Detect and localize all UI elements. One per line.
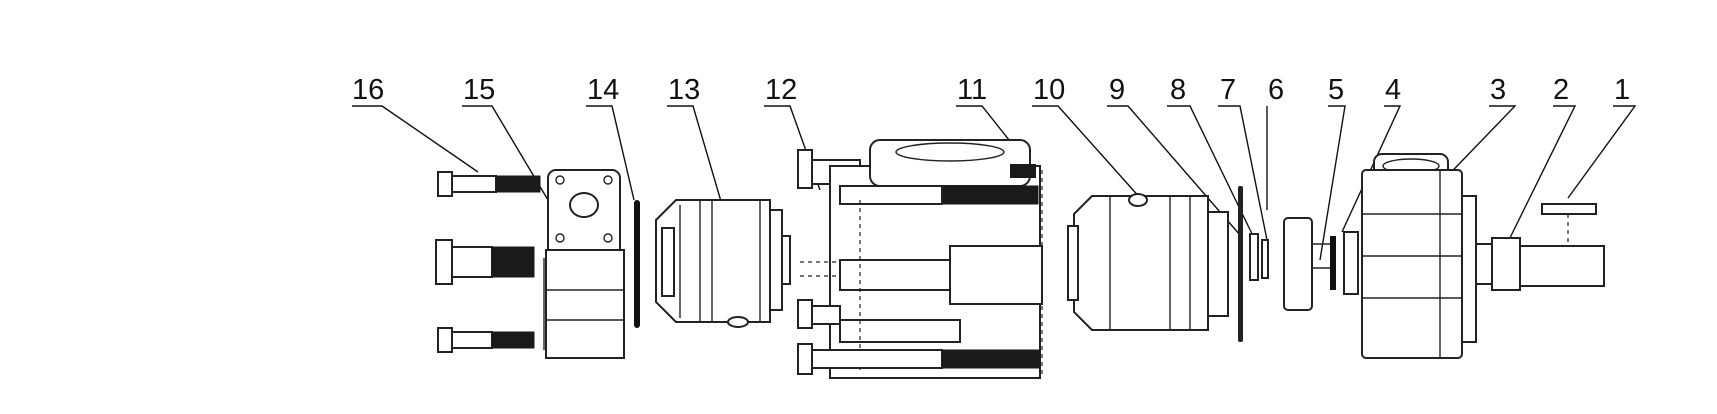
housing-12 [797, 139, 1043, 379]
cartridge-10 [1067, 193, 1229, 331]
callout-10: 10 [1033, 74, 1065, 106]
callout-3: 3 [1490, 74, 1506, 106]
callout-11: 11 [957, 74, 987, 106]
cartridge-13 [655, 199, 791, 328]
callout-13: 13 [668, 74, 700, 106]
callout-2: 2 [1553, 74, 1569, 106]
ring-6 [1283, 217, 1330, 311]
bolt-upper [437, 171, 541, 197]
plate-9 [1238, 186, 1243, 342]
callout-6: 6 [1268, 74, 1284, 106]
bolt-16-group [435, 171, 541, 353]
bolt-lower [437, 327, 535, 353]
drive-shaft-2 [1475, 237, 1605, 291]
callout-16: 16 [352, 74, 384, 106]
seals-5-4 [1330, 231, 1359, 295]
callout-12: 12 [765, 74, 797, 106]
callout-5: 5 [1328, 74, 1344, 106]
key-1 [1541, 203, 1597, 246]
callout-1: 1 [1614, 74, 1630, 106]
front-cover-3 [1361, 153, 1477, 359]
callout-7: 7 [1220, 74, 1236, 106]
callout-9: 9 [1109, 74, 1125, 106]
o-ring-14 [634, 200, 640, 328]
bolt-middle [435, 239, 535, 285]
callout-4: 4 [1385, 74, 1401, 106]
callout-8: 8 [1170, 74, 1186, 106]
rear-cover-15 [543, 169, 625, 359]
callout-15: 15 [463, 74, 495, 106]
washers-8-7 [1249, 233, 1269, 281]
callout-14: 14 [587, 74, 619, 106]
